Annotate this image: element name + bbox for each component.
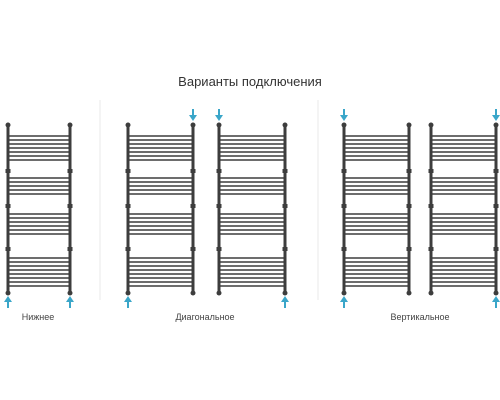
post-collar xyxy=(282,204,288,208)
post-cap-top xyxy=(125,122,131,128)
post-collar xyxy=(282,247,288,251)
post-collar xyxy=(5,247,11,251)
post-cap-bottom xyxy=(125,290,131,296)
post-collar xyxy=(67,204,73,208)
post-cap-bottom xyxy=(216,290,222,296)
post-collar xyxy=(190,204,196,208)
post-cap-top xyxy=(282,122,288,128)
post-cap-top xyxy=(5,122,11,128)
arrow-up-icon xyxy=(4,296,12,308)
post-cap-top xyxy=(428,122,434,128)
towel-rail xyxy=(216,122,288,296)
post-collar xyxy=(216,247,222,251)
arrow-up-icon xyxy=(124,296,132,308)
post-cap-top xyxy=(190,122,196,128)
post-collar xyxy=(406,204,412,208)
post-cap-top xyxy=(493,122,499,128)
post-collar xyxy=(216,204,222,208)
post-collar xyxy=(341,204,347,208)
arrow-up-icon xyxy=(281,296,289,308)
post-collar xyxy=(67,247,73,251)
post-collar xyxy=(125,204,131,208)
post-cap-top xyxy=(406,122,412,128)
arrow-up-icon xyxy=(492,296,500,308)
arrow-in-icon xyxy=(189,109,197,121)
post-collar xyxy=(282,169,288,173)
post-collar xyxy=(5,204,11,208)
post-cap-bottom xyxy=(406,290,412,296)
towel-rail xyxy=(5,122,73,296)
arrow-in-icon xyxy=(340,109,348,121)
post-collar xyxy=(493,247,499,251)
post-collar xyxy=(125,247,131,251)
post-cap-bottom xyxy=(493,290,499,296)
post-collar xyxy=(341,169,347,173)
post-cap-bottom xyxy=(67,290,73,296)
post-collar xyxy=(67,169,73,173)
post-collar xyxy=(493,204,499,208)
caption-vertical-connection: Вертикальное xyxy=(390,312,450,322)
post-collar xyxy=(190,247,196,251)
arrow-in-icon xyxy=(492,109,500,121)
post-cap-top xyxy=(216,122,222,128)
post-collar xyxy=(428,204,434,208)
post-collar xyxy=(125,169,131,173)
arrow-up-icon xyxy=(340,296,348,308)
post-collar xyxy=(216,169,222,173)
post-collar xyxy=(493,169,499,173)
post-collar xyxy=(428,247,434,251)
post-cap-top xyxy=(67,122,73,128)
diagram-title: Варианты подключения xyxy=(178,74,322,89)
post-collar xyxy=(406,247,412,251)
post-cap-bottom xyxy=(190,290,196,296)
caption-bottom-connection: Нижнее xyxy=(21,312,55,322)
post-collar xyxy=(428,169,434,173)
post-cap-bottom xyxy=(5,290,11,296)
post-collar xyxy=(406,169,412,173)
caption-diagonal-connection: Диагональное xyxy=(175,312,235,322)
post-collar xyxy=(5,169,11,173)
post-cap-bottom xyxy=(341,290,347,296)
post-collar xyxy=(190,169,196,173)
towel-rail xyxy=(428,122,499,296)
post-cap-bottom xyxy=(282,290,288,296)
arrow-in-icon xyxy=(215,109,223,121)
post-cap-bottom xyxy=(428,290,434,296)
towel-rail xyxy=(125,122,196,296)
towel-rail xyxy=(341,122,412,296)
arrow-up-icon xyxy=(66,296,74,308)
post-cap-top xyxy=(341,122,347,128)
post-collar xyxy=(341,247,347,251)
